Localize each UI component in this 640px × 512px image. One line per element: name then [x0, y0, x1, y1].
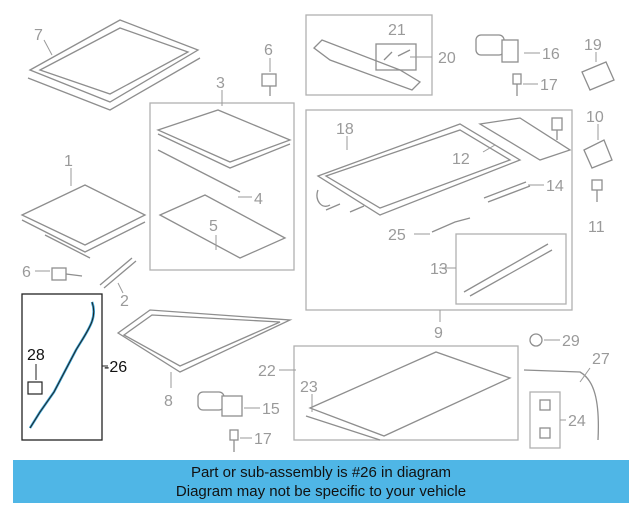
part-28-clip: [27, 381, 43, 395]
part-1-panel: [20, 184, 147, 259]
callout-16: 16: [542, 46, 560, 63]
callout-24: 24: [568, 413, 586, 430]
part-18-frame: [316, 123, 522, 216]
banner-line-1: Part or sub-assembly is #26 in diagram: [190, 464, 452, 481]
part-29-clip: [529, 333, 543, 347]
part-10-bracket: [583, 139, 613, 169]
callout-5: 5: [209, 218, 218, 235]
callout-6-left: 6: [22, 264, 31, 281]
callout-29: 29: [562, 333, 580, 350]
callout-21: 21: [388, 22, 406, 39]
callout-2: 2: [120, 293, 129, 310]
callout-17-top: 17: [540, 77, 558, 94]
callout-9: 9: [434, 325, 443, 342]
callout-22: 22: [258, 363, 276, 380]
part-19-bracket: [581, 61, 615, 91]
part-6-bolt-left: [51, 267, 83, 281]
part-screw-9: [551, 117, 563, 140]
part-22-shade: [308, 351, 512, 437]
part-26-drain-hose: [28, 301, 95, 429]
callout-6-top: 6: [264, 42, 273, 59]
part-3-panel: [156, 109, 292, 259]
part-12-track: [478, 117, 572, 161]
callout-10: 10: [586, 109, 604, 126]
part-20-rail: [313, 39, 422, 91]
group-box-20: [305, 14, 433, 96]
part-16-motor: [475, 34, 519, 63]
callout-19: 19: [584, 37, 602, 54]
callout-8: 8: [164, 393, 173, 410]
info-banner: Part or sub-assembly is #26 in diagram D…: [13, 460, 629, 503]
part-27-drain-hose: [523, 369, 600, 441]
callout-26: -26: [104, 359, 127, 376]
callout-20: 20: [438, 50, 456, 67]
callout-15: 15: [262, 401, 280, 418]
callout-14: 14: [546, 178, 564, 195]
callout-25: 25: [388, 227, 406, 244]
callout-23: 23: [300, 379, 318, 396]
banner-line-2: Diagram may not be specific to your vehi…: [175, 483, 467, 500]
part-14-rail: [483, 181, 531, 203]
part-13-linkage: [463, 243, 553, 297]
part-11-bolt: [591, 179, 603, 202]
callout-13: 13: [430, 261, 448, 278]
group-box-9: [305, 109, 573, 311]
part-7-glass: [27, 19, 201, 111]
group-box-26: [21, 293, 103, 441]
callout-11: 11: [588, 219, 605, 236]
part-24-screws: [539, 399, 551, 439]
callout-27: 27: [592, 351, 610, 368]
group-box-13: [455, 233, 567, 305]
part-8-seal: [116, 309, 293, 373]
part-17-bolt-bottom: [229, 429, 239, 452]
callout-1: 1: [64, 153, 73, 170]
part-25-cable: [431, 217, 471, 233]
part-17-bolt-top: [512, 73, 522, 96]
callout-28: 28: [27, 347, 45, 364]
callout-12: 12: [452, 151, 470, 168]
callout-7: 7: [34, 27, 43, 44]
group-box-22: [293, 345, 519, 441]
parts-diagram: 1 2 3 4 5 6 6 7 8 9 10 11 12 13 14 15 16…: [20, 14, 615, 452]
callout-18: 18: [336, 121, 354, 138]
callout-4: 4: [254, 191, 263, 208]
part-2-strip: [99, 257, 137, 289]
callout-3: 3: [216, 75, 225, 92]
part-15-motor: [197, 391, 243, 417]
callout-17-bottom: 17: [254, 431, 272, 448]
part-6-bolt-top: [261, 73, 277, 96]
